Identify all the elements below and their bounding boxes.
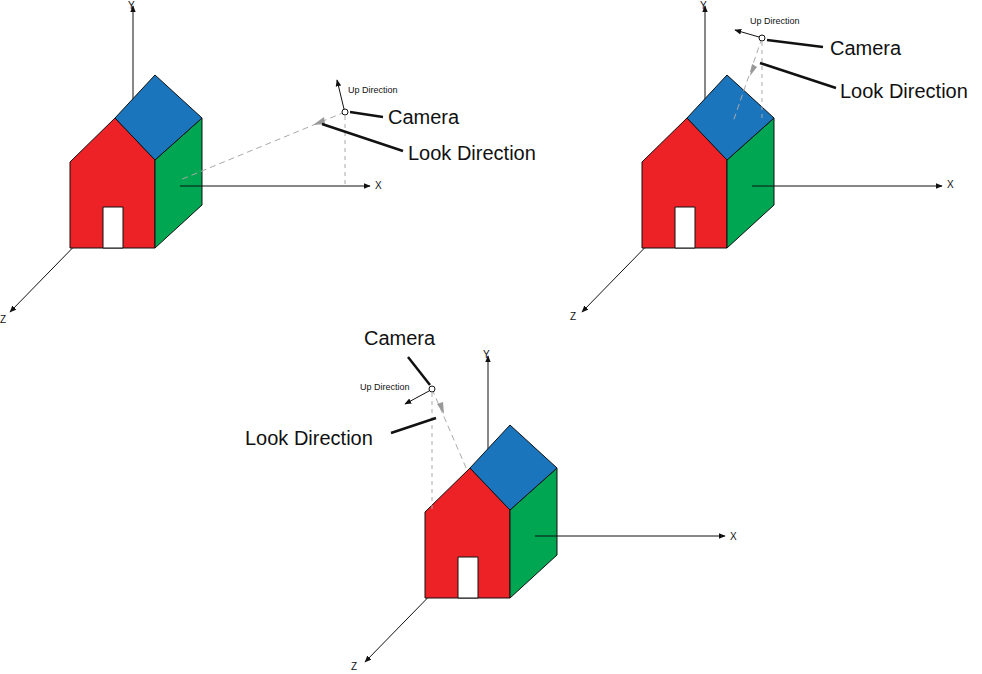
axis-label: Y [700, 0, 707, 11]
axis-label: Y [483, 349, 490, 360]
axis-label: Z [351, 661, 357, 672]
callout-label: Camera [830, 37, 901, 59]
axis-label: Z [0, 314, 6, 325]
axis-label: X [730, 531, 737, 542]
vector-label: Up Direction [360, 383, 410, 393]
callout-label: Camera [364, 327, 435, 349]
callout-label: Camera [388, 106, 459, 128]
vector-label: Up Direction [348, 86, 398, 96]
callout-label: Look Direction [840, 80, 968, 102]
axis-label: Y [128, 0, 135, 11]
callout-label: Look Direction [408, 142, 536, 164]
callout-label: Look Direction [245, 427, 373, 449]
axis-label: X [947, 179, 954, 190]
axis-label: X [375, 180, 382, 191]
vector-label: Up Direction [750, 17, 800, 27]
axis-label: Z [570, 311, 576, 322]
